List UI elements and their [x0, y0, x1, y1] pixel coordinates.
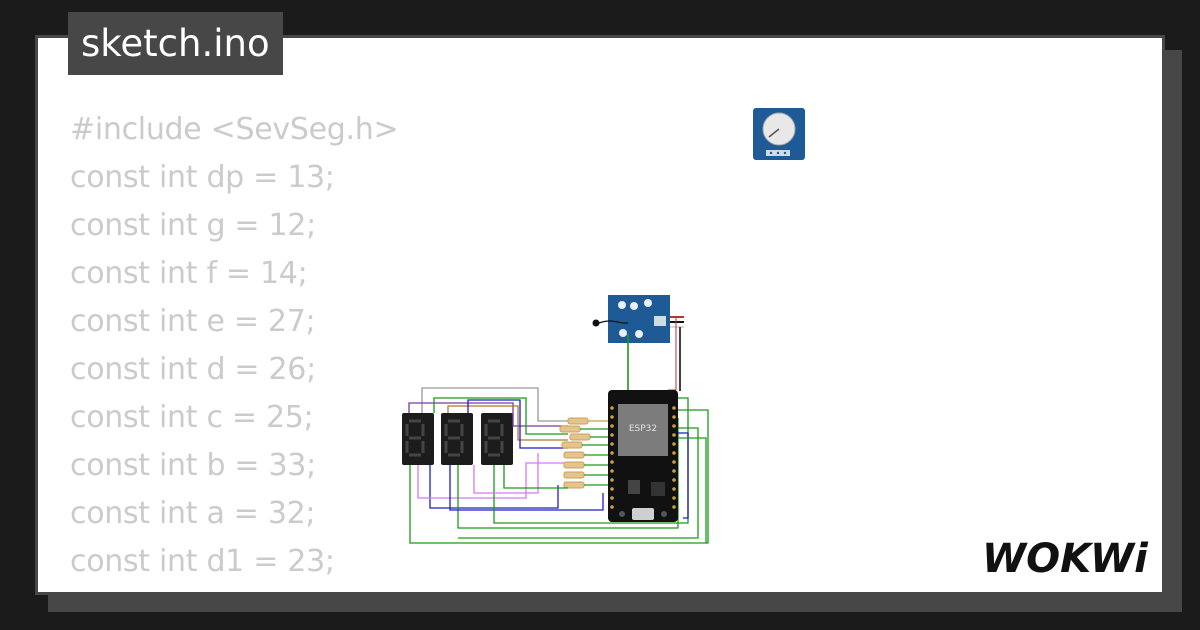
code-line: const int a = 32; — [70, 496, 316, 531]
code-line: const int dp = 13; — [70, 160, 335, 195]
seven-segment-display — [402, 413, 434, 465]
code-line: const int c = 25; — [70, 400, 314, 435]
code-line: #include <SevSeg.h> — [70, 112, 399, 147]
code-line: const int f = 14; — [70, 256, 308, 291]
code-line: const int e = 27; — [70, 304, 316, 339]
code-line: const int b = 33; — [70, 448, 316, 483]
logo-text: WOKWi — [982, 536, 1149, 582]
file-tab[interactable]: sketch.ino — [68, 12, 283, 75]
potentiometer-icon[interactable] — [753, 108, 805, 160]
code-line: const int g = 12; — [70, 208, 316, 243]
esp32-board[interactable]: ESP32 — [608, 390, 678, 522]
esp32-label: ESP32 — [629, 424, 657, 434]
project-preview-card[interactable]: #include <SevSeg.h> const int dp = 13; con… — [35, 35, 1165, 595]
seven-segment-display — [481, 413, 513, 465]
circuit-diagram: ESP32 — [402, 108, 805, 544]
wokwi-logo-icon: WOKWi — [982, 536, 1149, 582]
code-line: const int d1 = 23; — [70, 544, 335, 579]
resistor-bank — [559, 417, 591, 489]
seven-segment-display — [441, 413, 473, 465]
code-preview: #include <SevSeg.h> const int dp = 13; con… — [70, 106, 399, 592]
temperature-sensor-icon[interactable] — [592, 295, 685, 343]
code-line: const int d = 26; — [70, 352, 316, 387]
